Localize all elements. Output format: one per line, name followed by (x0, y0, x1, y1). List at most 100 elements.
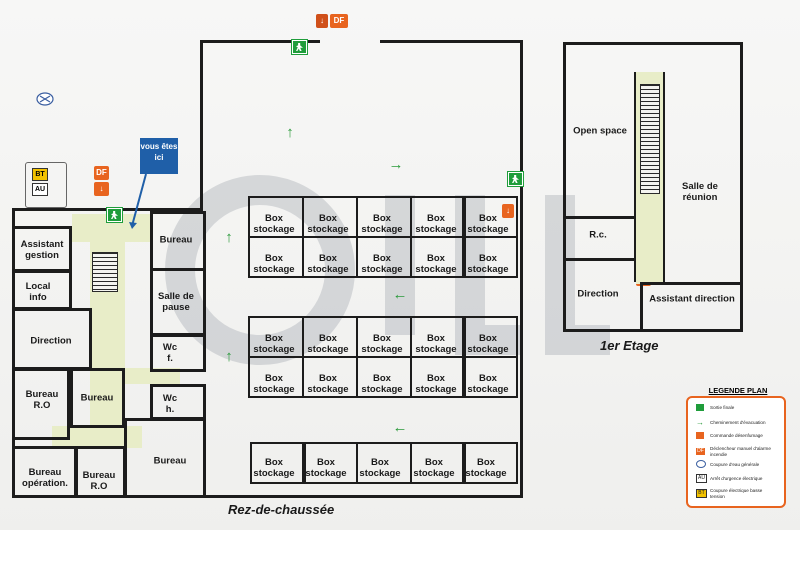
legend-item-text: Sortie finale (710, 405, 735, 411)
box-stockage (250, 442, 306, 484)
label-assistant-gestion: Assistant gestion (20, 239, 64, 261)
box-stockage (462, 236, 518, 278)
wall (563, 258, 635, 261)
corridor (122, 368, 180, 384)
label-bureau-2: Bureau (159, 234, 193, 246)
corridor (52, 426, 142, 448)
au-badge: AU (32, 183, 48, 196)
legend: LEGENDE PLAN Sortie finale → Cheminement d… (686, 386, 786, 508)
exit-icon (696, 404, 710, 412)
exit-icon (508, 172, 523, 186)
legend-item: Commande désenfumage (696, 432, 774, 440)
box-stockage-label: Box stockage (253, 333, 295, 355)
electrical-panel (25, 162, 67, 208)
label-rc: R.c. (589, 229, 607, 241)
wall (200, 40, 203, 211)
room-bureau-1 (70, 368, 125, 428)
wall (520, 40, 523, 498)
box-stockage-label: Box stockage (415, 213, 457, 235)
box-stockage-label: Box stockage (361, 213, 403, 235)
label-bureau-operation: Bureau opération. (22, 467, 68, 489)
box-stockage-label: Box stockage (413, 457, 455, 479)
legend-item: → Cheminement d'évacuation (696, 418, 774, 427)
au-icon: AU (696, 474, 710, 483)
wall (663, 72, 665, 282)
legend-item: DF Déclencheur manuel d'alarme incendie (696, 446, 774, 457)
box-stockage-label: Box stockage (415, 253, 457, 275)
label-assistant-direction: Assistant direction (649, 293, 735, 305)
legend-item: Coupure d'eau générale (696, 460, 774, 469)
exit-icon (107, 208, 122, 222)
staircase (92, 252, 118, 292)
wall (380, 40, 523, 43)
box-stockage-label: Box stockage (307, 253, 349, 275)
room-wc-h (150, 384, 206, 420)
water-cutoff-icon (696, 460, 710, 469)
box-stockage-label: Box stockage (253, 253, 295, 275)
box-stockage-label: Box stockage (415, 333, 457, 355)
floor-plan: Assistant gestion Local info Direction B… (0, 0, 800, 540)
label-bureau-ro-1: Bureau R.O (25, 389, 59, 411)
smoke-control-icon (696, 432, 710, 440)
df-icon: DF (696, 448, 705, 455)
room-bureau-ro-1 (12, 368, 70, 440)
box-stockage-label: Box stockage (253, 373, 295, 395)
box-stockage-label: Box stockage (305, 457, 347, 479)
wall (640, 282, 643, 332)
legend-item-text: Coupure d'eau générale (710, 461, 760, 467)
bottom-margin (0, 530, 800, 581)
label-bureau-ro-2: Bureau R.O (82, 470, 116, 492)
wall (640, 282, 743, 285)
first-floor-title: 1er Etage (600, 338, 659, 353)
label-open-space: Open space (573, 125, 627, 137)
box-stockage-label: Box stockage (465, 457, 507, 479)
you-are-here-marker: vous êtes ici (140, 138, 178, 174)
evacuation-arrow-icon: ← (392, 286, 408, 303)
box-stockage-label: Box stockage (307, 373, 349, 395)
exit-icon (292, 40, 307, 54)
box-stockage-label: Box stockage (467, 213, 509, 235)
ground-floor-title: Rez-de-chaussée (228, 502, 335, 517)
evacuation-arrow-icon: ↑ (225, 229, 233, 246)
legend-item-text: Cheminement d'évacuation (710, 419, 766, 425)
arrow-icon: → (696, 418, 704, 427)
box-stockage-label: Box stockage (361, 373, 403, 395)
first-floor-staircase (640, 84, 660, 194)
label-bureau-1: Bureau (80, 392, 114, 404)
wall (634, 72, 636, 282)
box-stockage-label: Box stockage (359, 457, 401, 479)
evacuation-arrow-icon: ↑ (286, 124, 294, 141)
bt-icon: BT (696, 489, 710, 498)
alarm-df-icon: DF (330, 14, 348, 28)
evacuation-arrow-icon: ← (392, 419, 408, 436)
legend-item-text: Déclencheur manuel d'alarme incendie (710, 446, 771, 457)
legend-item-text: Coupure électrique basse tension (710, 488, 763, 499)
evacuation-arrow-icon: ↑ (225, 348, 233, 365)
box-stockage-label: Box stockage (467, 253, 509, 275)
label-local-info: Local info (25, 281, 51, 303)
wall (12, 495, 523, 498)
label-wc-h: Wc h. (162, 393, 178, 415)
box-stockage-label: Box stockage (361, 253, 403, 275)
box-stockage (410, 356, 466, 398)
label-bureau-3: Bureau (153, 455, 187, 467)
legend-item-text: Arrêt d'urgence électrique (710, 475, 763, 481)
label-salle-pause: Salle de pause (158, 291, 194, 313)
box-stockage-label: Box stockage (361, 333, 403, 355)
box-stockage (410, 442, 466, 484)
box-stockage-label: Box stockage (467, 373, 509, 395)
legend-title: LEGENDE PLAN (708, 386, 768, 395)
legend-item: Sortie finale (696, 404, 774, 412)
first-floor-outline (563, 42, 743, 332)
box-stockage (410, 236, 466, 278)
box-stockage-label: Box stockage (415, 373, 457, 395)
evacuation-arrow-icon: → (388, 156, 404, 173)
wall (563, 216, 635, 219)
box-stockage-label: Box stockage (307, 333, 349, 355)
water-cutoff-icon (36, 92, 54, 106)
label-wc-f: Wc f. (162, 342, 178, 364)
box-stockage (462, 356, 518, 398)
box-stockage (462, 442, 518, 484)
